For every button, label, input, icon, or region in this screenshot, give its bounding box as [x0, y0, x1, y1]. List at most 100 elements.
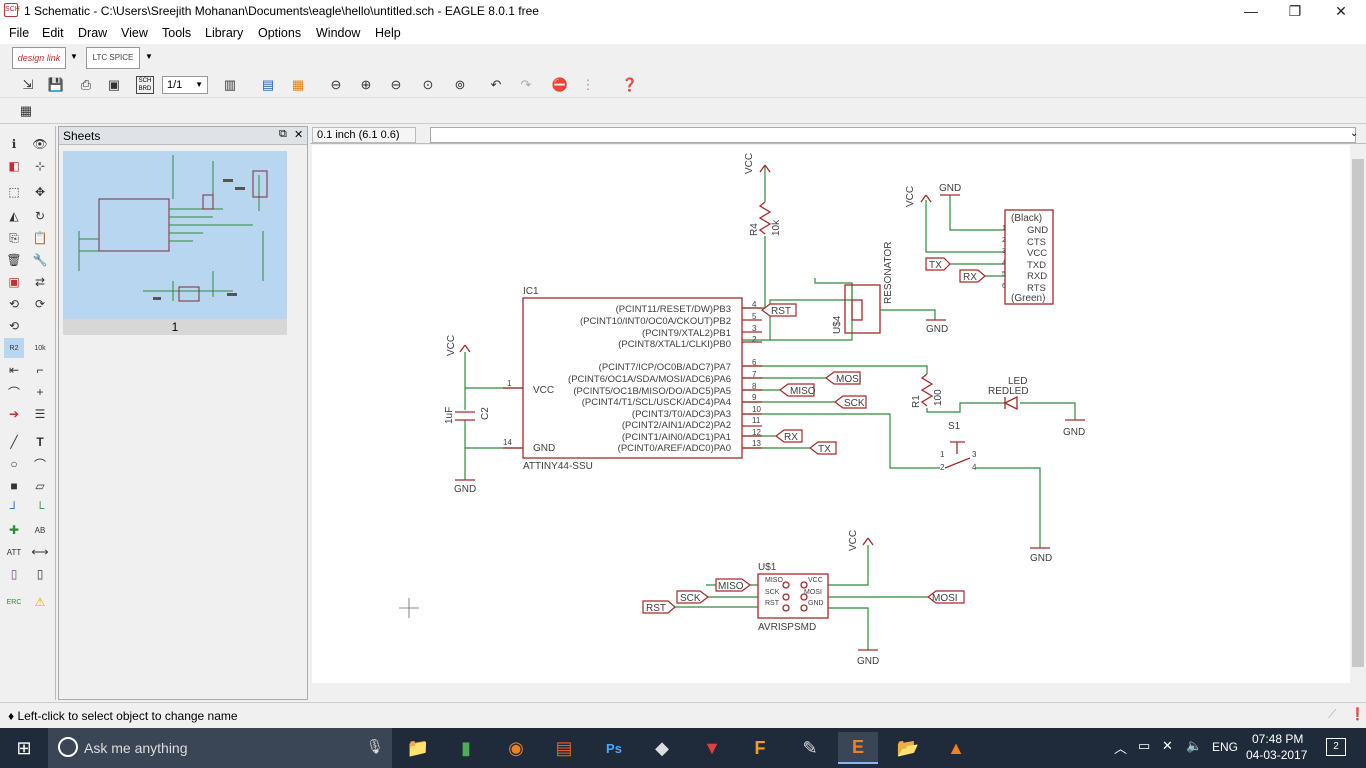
polygon-icon[interactable]: ▱: [35, 479, 45, 493]
sheet-select[interactable]: 1/1▼: [162, 76, 208, 94]
smash-icon[interactable]: ⇤: [8, 363, 20, 377]
ulp-run-icon[interactable]: ▦: [291, 77, 305, 92]
search-box[interactable]: Ask me anything 🎙: [48, 728, 392, 768]
eagle-taskbar-icon[interactable]: E: [838, 732, 878, 764]
file-explorer-icon[interactable]: 📁: [406, 737, 430, 758]
minimize-button[interactable]: —: [1244, 3, 1258, 19]
menu-draw[interactable]: Draw: [78, 26, 108, 40]
folder-cloud-icon[interactable]: 📂: [896, 737, 920, 758]
replace-icon[interactable]: ⇄: [34, 275, 46, 289]
menu-edit[interactable]: Edit: [42, 26, 64, 40]
label-icon[interactable]: AB: [34, 525, 46, 535]
notification-button[interactable]: 2: [1326, 738, 1346, 756]
script-icon[interactable]: ▤: [261, 77, 275, 92]
inkscape2-icon[interactable]: ✎: [802, 737, 818, 758]
close-button[interactable]: ✕: [1335, 3, 1347, 19]
net-icon[interactable]: └: [35, 501, 45, 515]
group-icon[interactable]: ⬚: [8, 185, 20, 199]
copy-icon[interactable]: ⎘: [9, 230, 19, 245]
pdf-icon[interactable]: ▤: [555, 737, 573, 758]
zoom-select-icon[interactable]: ⊙: [422, 77, 434, 92]
go-icon[interactable]: ⋮: [581, 77, 595, 92]
cam-icon[interactable]: ▣: [107, 77, 121, 92]
schematic-drawing[interactable]: IC1 ATTINY44-SSU VCC GND 1 14 (PCINT11/R…: [312, 145, 1350, 683]
horizontal-scrollbar[interactable]: [312, 683, 1350, 699]
info-icon[interactable]: ❗: [1350, 707, 1365, 721]
blender-icon[interactable]: ◉: [508, 737, 524, 758]
menu-tools[interactable]: Tools: [162, 26, 192, 40]
chevron-down-icon[interactable]: ▼: [70, 52, 78, 61]
sheets-scrollbar[interactable]: [291, 149, 305, 697]
warning-icon[interactable]: ⚠: [34, 595, 46, 609]
windows-start-icon[interactable]: ⊞: [16, 737, 32, 758]
menu-window[interactable]: Window: [316, 26, 361, 40]
mark-icon[interactable]: ⊹: [34, 159, 46, 173]
redo-icon[interactable]: ↷: [520, 77, 532, 92]
sheet-number[interactable]: 1: [63, 319, 287, 335]
grid-icon[interactable]: ▦: [19, 103, 33, 118]
print-icon[interactable]: ⎙: [80, 77, 92, 92]
name-icon[interactable]: R2: [4, 338, 24, 358]
arc-icon[interactable]: ⌒: [33, 457, 46, 472]
chevron-up-icon[interactable]: ︿: [1114, 741, 1128, 756]
rotate-icon[interactable]: ↻: [34, 209, 46, 223]
designlink-button[interactable]: design link: [12, 47, 66, 69]
schematic-canvas[interactable]: IC1 ATTINY44-SSU VCC GND 1 14 (PCINT11/R…: [312, 145, 1350, 683]
chevron-down-icon[interactable]: ▼: [145, 52, 153, 61]
wrench-icon[interactable]: 🔧: [32, 253, 48, 267]
clock-date[interactable]: 04-03-2017: [1246, 748, 1308, 762]
gate-swap-icon[interactable]: ⟲: [8, 297, 20, 311]
ltspice-button[interactable]: LTC SPICE: [86, 47, 140, 69]
zoom-out-icon[interactable]: ⊖: [390, 77, 402, 92]
zoom-last-icon[interactable]: ⊚: [454, 77, 466, 92]
save-icon[interactable]: 💾: [47, 77, 65, 92]
paste-icon[interactable]: 📋: [32, 231, 48, 245]
invoke-arrow-icon[interactable]: ➔: [8, 407, 20, 421]
command-input[interactable]: [430, 127, 1356, 143]
microphone-icon[interactable]: 🎙: [366, 738, 384, 754]
fusion-icon[interactable]: F: [754, 737, 766, 758]
brd-switch-button[interactable]: SCH BRD: [136, 76, 154, 94]
bus-icon[interactable]: ┘: [9, 501, 19, 515]
restore-button[interactable]: ❐: [1288, 3, 1302, 19]
undock-icon[interactable]: ⧉: [279, 128, 287, 140]
chevron-down-icon[interactable]: ⌄: [1350, 128, 1359, 139]
miter-icon[interactable]: ⌐: [36, 363, 44, 377]
undo-icon[interactable]: ↶: [490, 77, 502, 92]
vertical-scrollbar[interactable]: [1350, 145, 1366, 683]
split-icon[interactable]: ⌒: [7, 385, 20, 400]
scroll-thumb[interactable]: [1352, 159, 1364, 667]
layer-icon[interactable]: ◧: [8, 159, 20, 173]
clock-time[interactable]: 07:48 PM: [1252, 732, 1304, 746]
menu-view[interactable]: View: [121, 26, 148, 40]
dimension-icon[interactable]: ⟷: [31, 545, 49, 559]
wire-icon[interactable]: ╱: [10, 435, 18, 449]
volume-icon[interactable]: 🔈: [1186, 738, 1203, 753]
language-indicator[interactable]: ENG: [1212, 740, 1239, 754]
add-icon[interactable]: ▣: [8, 275, 20, 289]
menu-file[interactable]: File: [9, 26, 30, 40]
open-icon[interactable]: ⇲: [22, 77, 34, 92]
circle-icon[interactable]: ○: [10, 457, 18, 471]
menu-library[interactable]: Library: [205, 26, 244, 40]
photoshop-icon[interactable]: Ps: [606, 740, 622, 756]
app-red-icon[interactable]: ▼: [703, 737, 721, 758]
inkscape-icon[interactable]: ◆: [655, 737, 669, 758]
attribute-icon[interactable]: ATT: [6, 547, 22, 557]
invoke-icon[interactable]: ⟲: [8, 319, 20, 333]
stop-icon[interactable]: ⛔: [551, 77, 569, 92]
delete-icon[interactable]: 🗑: [6, 253, 22, 267]
app-green-icon[interactable]: ▮: [461, 737, 471, 758]
junction-icon[interactable]: ✚: [8, 523, 20, 537]
mirror-icon[interactable]: ◭: [9, 209, 19, 223]
align-icon[interactable]: ☰: [34, 407, 46, 421]
menu-help[interactable]: Help: [375, 26, 401, 40]
close-icon[interactable]: ✕: [294, 129, 304, 141]
erc-icon[interactable]: ERC: [6, 598, 22, 606]
battery-icon[interactable]: ▭: [1138, 738, 1151, 753]
vlc-icon[interactable]: ▲: [947, 737, 965, 758]
sheet-thumbnail[interactable]: [63, 151, 287, 319]
rect-icon[interactable]: ■: [10, 479, 18, 493]
network-icon[interactable]: ✕: [1162, 738, 1173, 753]
text-icon[interactable]: T: [36, 435, 44, 449]
